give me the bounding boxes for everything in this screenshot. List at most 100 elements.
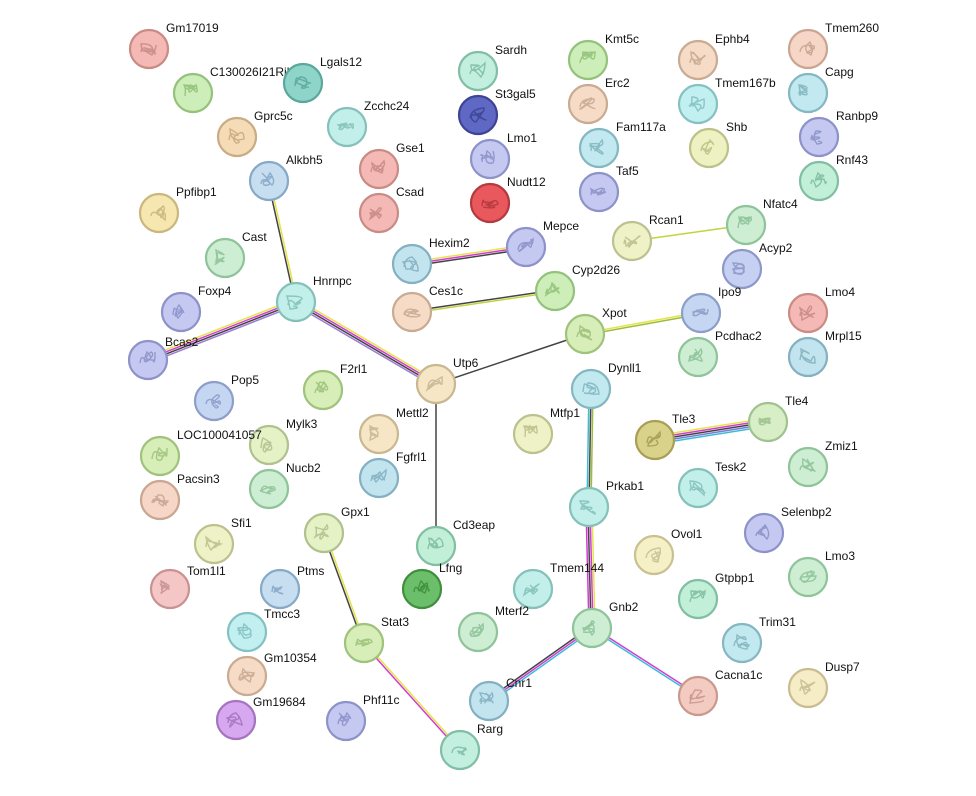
node-st3gal5[interactable]: St3gal5	[457, 87, 536, 136]
node-cacna1c[interactable]: Cacna1c	[677, 668, 762, 717]
node-tom1l1[interactable]: Tom1l1	[149, 564, 226, 610]
node-loc100041057[interactable]: LOC100041057	[139, 428, 262, 477]
node-circle[interactable]	[248, 468, 290, 510]
node-circle[interactable]	[505, 226, 547, 268]
node-mrpl15[interactable]: Mrpl15	[787, 329, 862, 378]
node-tmem144[interactable]: Tmem144	[512, 561, 604, 610]
node-f2rl1[interactable]: F2rl1	[302, 362, 368, 411]
node-utp6[interactable]: Utp6	[415, 356, 479, 405]
node-circle[interactable]	[282, 62, 324, 104]
node-circle[interactable]	[226, 611, 268, 653]
node-circle[interactable]	[787, 336, 829, 378]
node-circle[interactable]	[743, 512, 785, 554]
node-circle[interactable]	[787, 72, 829, 114]
node-ranbp9[interactable]: Ranbp9	[798, 109, 878, 158]
node-gse1[interactable]: Gse1	[358, 141, 425, 190]
node-fam117a[interactable]: Fam117a	[578, 120, 666, 169]
node-erc2[interactable]: Erc2	[567, 76, 630, 125]
node-ptms[interactable]: Ptms	[259, 564, 324, 610]
node-circle[interactable]	[204, 237, 246, 279]
node-rcan1[interactable]: Rcan1	[611, 213, 684, 262]
node-circle[interactable]	[358, 192, 400, 234]
node-bcas2[interactable]: Bcas2	[127, 335, 199, 381]
node-circle[interactable]	[439, 729, 481, 771]
node-gm19684[interactable]: Gm19684	[215, 695, 306, 741]
node-circle[interactable]	[149, 568, 191, 610]
node-circle[interactable]	[787, 28, 829, 70]
node-taf5[interactable]: Taf5	[578, 164, 639, 213]
node-circle[interactable]	[634, 419, 676, 461]
node-nfatc4[interactable]: Nfatc4	[725, 197, 798, 246]
node-gtpbp1[interactable]: Gtpbp1	[677, 571, 755, 620]
node-circle[interactable]	[275, 281, 317, 323]
node-ephb4[interactable]: Ephb4	[677, 32, 750, 81]
node-circle[interactable]	[567, 39, 609, 81]
node-stat3[interactable]: Stat3	[343, 615, 409, 664]
node-gprc5c[interactable]: Gprc5c	[216, 109, 293, 158]
node-ipo9[interactable]: Ipo9	[680, 285, 742, 334]
node-c130026i21rik[interactable]: C130026I21Rik	[172, 65, 294, 114]
node-alkbh5[interactable]: Alkbh5	[248, 153, 323, 202]
node-tle3[interactable]: Tle3	[634, 412, 696, 461]
node-lfng[interactable]: Lfng	[401, 561, 462, 610]
node-trim31[interactable]: Trim31	[721, 615, 796, 664]
node-capg[interactable]: Capg	[787, 65, 854, 114]
node-circle[interactable]	[469, 138, 511, 180]
node-shb[interactable]: Shb	[688, 120, 748, 169]
node-lmo3[interactable]: Lmo3	[787, 549, 855, 598]
node-tmcc3[interactable]: Tmcc3	[226, 607, 300, 653]
node-ovol1[interactable]: Ovol1	[633, 527, 703, 576]
node-dusp7[interactable]: Dusp7	[787, 660, 860, 709]
node-mylk3[interactable]: Mylk3	[248, 417, 318, 466]
node-gpx1[interactable]: Gpx1	[303, 505, 370, 554]
node-hnrnpc[interactable]: Hnrnpc	[275, 274, 352, 323]
node-circle[interactable]	[725, 204, 767, 246]
node-cyp2d26[interactable]: Cyp2d26	[534, 263, 620, 312]
node-cnr1[interactable]: Cnr1	[468, 676, 532, 722]
node-sfi1[interactable]: Sfi1	[193, 516, 252, 565]
node-zmiz1[interactable]: Zmiz1	[787, 439, 858, 488]
node-fgfrl1[interactable]: Fgfrl1	[358, 450, 427, 499]
node-ces1c[interactable]: Ces1c	[391, 284, 463, 333]
node-circle[interactable]	[677, 578, 719, 620]
node-nucb2[interactable]: Nucb2	[248, 461, 321, 510]
node-circle[interactable]	[633, 534, 675, 576]
node-nudt12[interactable]: Nudt12	[469, 175, 546, 224]
node-circle[interactable]	[512, 413, 554, 455]
node-sardh[interactable]: Sardh	[457, 43, 527, 92]
node-rnf43[interactable]: Rnf43	[798, 153, 868, 202]
node-circle[interactable]	[358, 413, 400, 455]
node-tle4[interactable]: Tle4	[747, 394, 809, 443]
node-rarg[interactable]: Rarg	[439, 722, 503, 771]
node-csad[interactable]: Csad	[358, 185, 424, 234]
node-circle[interactable]	[138, 192, 180, 234]
node-circle[interactable]	[193, 523, 235, 565]
node-circle[interactable]	[688, 127, 730, 169]
node-mettl2[interactable]: Mettl2	[358, 406, 429, 455]
node-hexim2[interactable]: Hexim2	[391, 236, 470, 285]
node-mtfp1[interactable]: Mtfp1	[512, 406, 580, 455]
node-circle[interactable]	[172, 72, 214, 114]
node-kmt5c[interactable]: Kmt5c	[567, 32, 639, 81]
node-circle[interactable]	[401, 568, 443, 610]
node-mterf2[interactable]: Mterf2	[457, 604, 529, 653]
node-cast[interactable]: Cast	[204, 230, 267, 279]
node-pcdhac2[interactable]: Pcdhac2	[677, 329, 762, 378]
node-prkab1[interactable]: Prkab1	[568, 479, 644, 528]
node-selenbp2[interactable]: Selenbp2	[743, 505, 832, 554]
node-pacsin3[interactable]: Pacsin3	[139, 472, 220, 521]
node-lgals12[interactable]: Lgals12	[282, 55, 362, 104]
node-circle[interactable]	[216, 116, 258, 158]
node-gnb2[interactable]: Gnb2	[571, 600, 639, 649]
node-ppfibp1[interactable]: Ppfibp1	[138, 185, 217, 234]
node-gm10354[interactable]: Gm10354	[226, 651, 317, 697]
node-tmem167b[interactable]: Tmem167b	[677, 76, 776, 125]
node-pop5[interactable]: Pop5	[193, 373, 259, 422]
node-gm17019[interactable]: Gm17019	[128, 21, 219, 70]
node-xpot[interactable]: Xpot	[564, 306, 627, 355]
node-zcchc24[interactable]: Zcchc24	[326, 99, 410, 148]
node-circle[interactable]	[798, 160, 840, 202]
node-lmo1[interactable]: Lmo1	[469, 131, 537, 180]
node-tesk2[interactable]: Tesk2	[677, 460, 747, 509]
node-circle[interactable]	[571, 607, 613, 649]
